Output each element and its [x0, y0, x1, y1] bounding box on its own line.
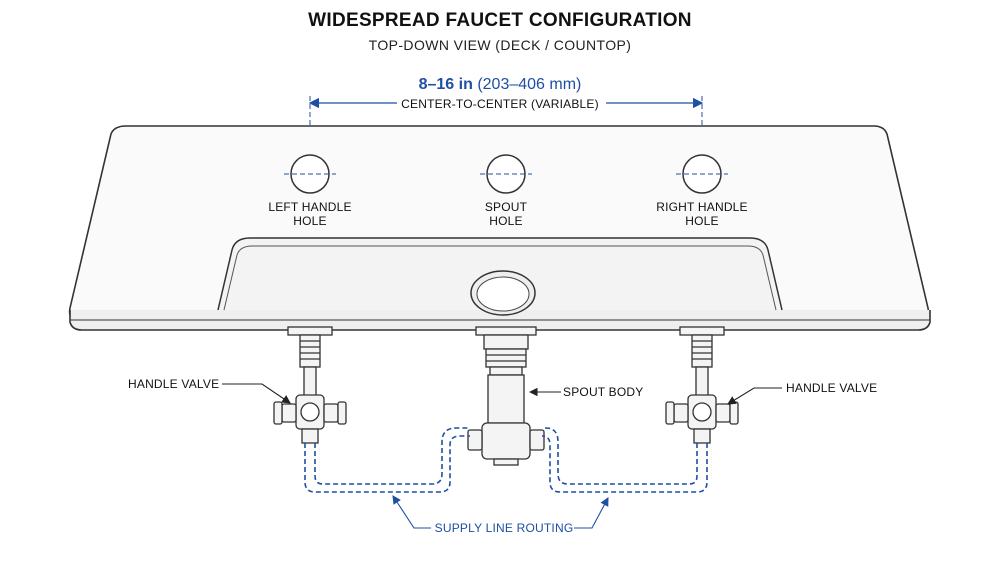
- dimension-range: 8–16 in: [418, 76, 473, 93]
- spout-body: [467, 326, 545, 466]
- right-hole-label: RIGHT HANDLE HOLE: [637, 200, 767, 228]
- left-valve-callout: HANDLE VALVE: [128, 377, 220, 391]
- left-handle-valve: [273, 326, 347, 444]
- sink-basin: [217, 237, 783, 316]
- supply-lines: [304, 427, 708, 493]
- dimension-value: 8–16 in (203–406 mm): [0, 76, 1000, 94]
- right-hole-label-line2: HOLE: [685, 214, 719, 228]
- dimension-label: CENTER-TO-CENTER (VARIABLE): [0, 97, 1000, 111]
- left-handle-hole: [284, 154, 336, 194]
- left-hole-label-line1: LEFT HANDLE: [268, 200, 352, 214]
- page-title: WIDESPREAD FAUCET CONFIGURATION: [308, 10, 692, 31]
- supply-line-callout: SUPPLY LINE ROUTING: [434, 521, 574, 535]
- spout-hole: [480, 154, 532, 194]
- callout-leaders: [222, 383, 782, 529]
- right-valve-callout: HANDLE VALVE: [786, 381, 878, 395]
- spout-body-callout: SPOUT BODY: [563, 385, 644, 399]
- left-hole-label: LEFT HANDLE HOLE: [250, 200, 370, 228]
- left-hole-label-line2: HOLE: [293, 214, 327, 228]
- dimension-label-text: CENTER-TO-CENTER (VARIABLE): [397, 97, 603, 111]
- page-subtitle: TOP-DOWN VIEW (DECK / COUNTOP): [368, 37, 632, 53]
- spout-hole-label-line1: SPOUT: [484, 200, 528, 214]
- spout-hole-label: SPOUT HOLE: [446, 200, 566, 228]
- spout-hole-label-line2: HOLE: [489, 214, 523, 228]
- right-handle-hole: [676, 154, 728, 194]
- dimension-metric: (203–406 mm): [477, 76, 582, 93]
- right-hole-label-line1: RIGHT HANDLE: [656, 200, 748, 214]
- right-handle-valve: [665, 326, 739, 444]
